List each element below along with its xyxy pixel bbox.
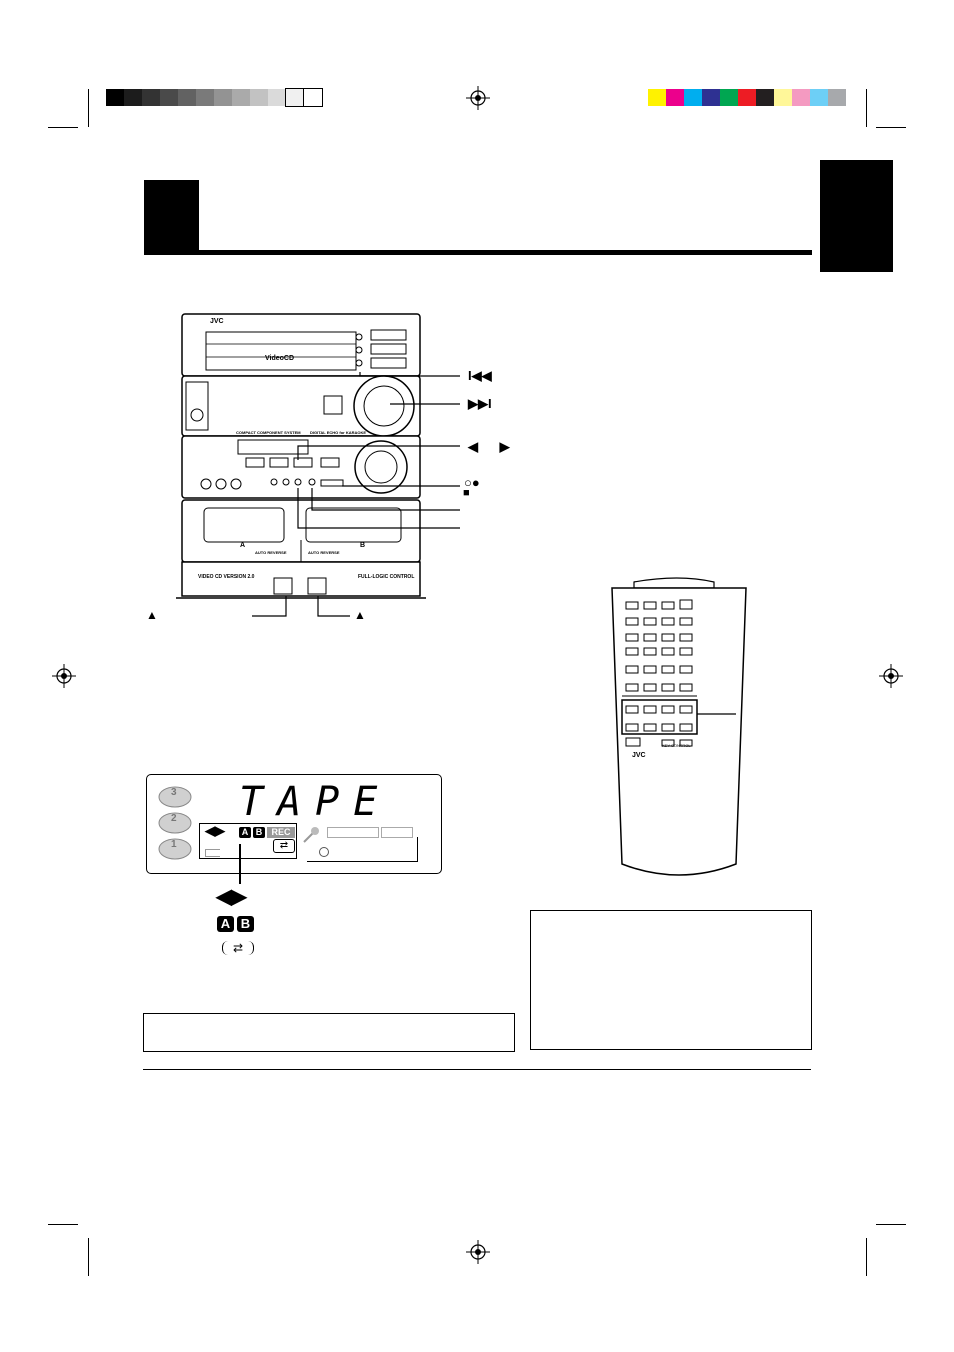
display-leader-line [239, 844, 241, 884]
deck-a-label: A [240, 542, 246, 549]
rec-callout: ○● [464, 475, 480, 490]
callout-leader-lines [252, 372, 460, 617]
display-rec-indicator: REC [267, 827, 295, 838]
gray-bar-swatch [303, 88, 323, 107]
display-indicator-group [199, 823, 297, 859]
display-direction-indicator: ◀▶ [205, 823, 225, 838]
deck-a-auto-reverse-label: AUTO REVERSE [255, 550, 287, 555]
registration-target-right [879, 664, 903, 688]
registration-target-left [52, 664, 76, 688]
registration-target-top [466, 86, 490, 110]
display-deck-a: A [239, 827, 251, 838]
remote-key-control-label: KEY CONTROL [662, 743, 691, 748]
gray-bar-swatch [124, 89, 142, 106]
unit-compact-system-label: COMPACT COMPONENT SYSTEM [236, 430, 301, 435]
legend-deck-b: B [237, 916, 254, 932]
gray-bar-swatch [106, 89, 124, 106]
color-bar-swatch [828, 89, 846, 106]
color-bar-swatch [774, 89, 792, 106]
display-main-text: TAPE [239, 779, 392, 825]
skip-forward-callout: ▶▶I [468, 396, 492, 411]
gray-bar-swatch [268, 89, 286, 106]
legend-direction: ◀▶ [216, 886, 247, 908]
gray-bar-swatch [160, 89, 178, 106]
color-bar-swatch [756, 89, 774, 106]
display-panel: 3 2 1 TAPE ◀▶ A B REC ⇄ [146, 774, 442, 874]
legend-deck-a: A [217, 916, 234, 932]
footer-rule [143, 1069, 811, 1070]
language-tab [820, 160, 893, 272]
gray-bar-swatch [178, 89, 196, 106]
display-timer-area [307, 837, 418, 862]
display-reverse-mode: ⇄ [273, 839, 295, 853]
color-bar-swatch [684, 89, 702, 106]
gray-bar-swatch [232, 89, 250, 106]
disc-indicators [158, 786, 192, 860]
disc-number-3: 3 [171, 787, 177, 798]
microphone-icon [303, 827, 319, 843]
disc-number-2: 2 [171, 813, 177, 824]
display-segment-box-2 [381, 827, 413, 838]
clock-icon [319, 847, 329, 857]
remote-control-illustration [611, 577, 747, 876]
color-bar-swatch [702, 89, 720, 106]
full-logic-control-label: FULL-LOGIC CONTROL [358, 574, 415, 580]
eject-a-callout: ▲ [146, 608, 158, 622]
gray-bar-swatch [250, 89, 268, 106]
color-bar-swatch [792, 89, 810, 106]
note-box-left [143, 1013, 515, 1052]
color-bar-swatch [738, 89, 756, 106]
color-bar-swatch [810, 89, 828, 106]
gray-bar-swatch [285, 88, 305, 107]
color-bar-swatch [720, 89, 738, 106]
eject-b-callout: ▲ [354, 608, 366, 622]
color-bar-swatch [648, 89, 666, 106]
gray-bar-swatch [196, 89, 214, 106]
deck-b-label: B [360, 542, 366, 549]
reverse-forward-callout: ◀ ▶ [468, 439, 510, 454]
unit-brand-label: JVC [210, 318, 224, 325]
deck-b-auto-reverse-label: AUTO REVERSE [308, 550, 340, 555]
gray-bar-swatch [142, 89, 160, 106]
repeat-icon [205, 849, 220, 857]
unit-digital-echo-label: DIGITAL ECHO for KARAOKE [310, 430, 367, 435]
unit-videocd-label: VideoCD [265, 355, 295, 362]
remote-brand-label: JVC [632, 752, 646, 759]
gray-bar-swatch [214, 89, 232, 106]
display-segment-box-1 [327, 827, 379, 838]
section-header-rule [144, 250, 812, 255]
color-bar-swatch [666, 89, 684, 106]
section-header-block [144, 180, 199, 255]
registration-target-bottom [466, 1240, 490, 1264]
skip-back-callout: I◀◀ [468, 368, 492, 383]
note-box-right [530, 910, 812, 1050]
display-deck-b: B [253, 827, 265, 838]
stereo-unit-illustration [176, 313, 426, 599]
legend-reverse-mode: ⇄ [222, 941, 254, 955]
video-cd-version-label: VIDEO CD VERSION 2.0 [198, 574, 255, 580]
disc-number-1: 1 [171, 839, 177, 850]
stop-callout: ■ [463, 487, 470, 499]
